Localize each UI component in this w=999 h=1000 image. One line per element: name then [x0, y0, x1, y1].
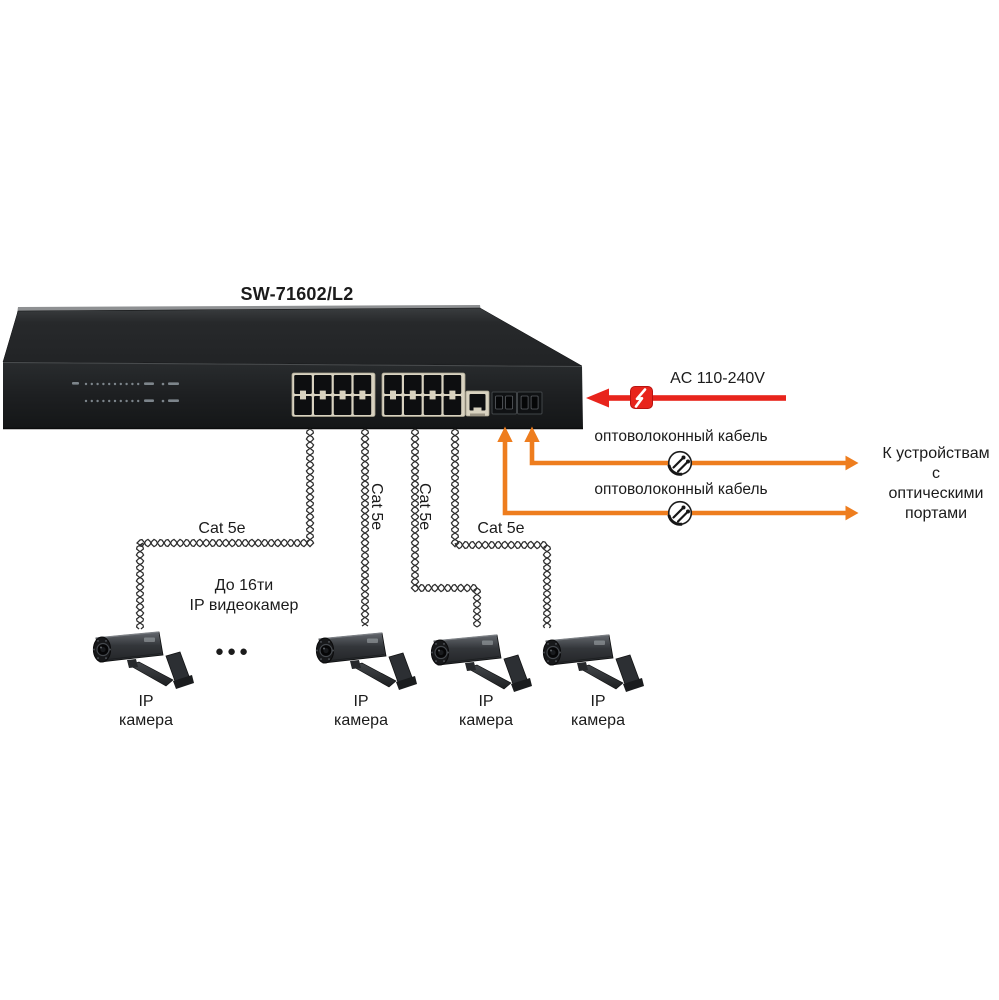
camera-count-note-line-2: IP видеокамер	[189, 597, 299, 614]
rj45-port	[384, 375, 402, 394]
sfp-port-2	[517, 391, 543, 415]
rj45-port	[314, 396, 332, 415]
rj45-port	[443, 396, 462, 415]
switch-chassis	[2, 305, 583, 430]
rj45-port	[384, 396, 402, 415]
camera-count-note-line-1: До 16ти	[214, 577, 274, 594]
rj45-port	[353, 396, 372, 415]
rj45-port-bank-2	[381, 372, 466, 417]
status-led-cluster	[72, 382, 179, 403]
cat5e-label-2: Cat 5e	[368, 483, 385, 531]
ip-camera-4	[542, 634, 644, 692]
rj45-port	[294, 375, 312, 394]
rj45-port	[423, 396, 442, 415]
rj45-port	[333, 396, 352, 415]
camera-label-1: IP камера	[119, 693, 173, 729]
fiber-right-arrowhead	[845, 455, 859, 471]
fiber-destination-line-4: портами	[904, 505, 968, 522]
rj45-port	[353, 375, 372, 394]
fiber-splice-icon	[667, 450, 693, 476]
console-port	[465, 390, 490, 417]
twisted-pair-cable-3	[410, 428, 482, 628]
cat5e-label-4: Cat 5e	[477, 520, 525, 537]
ip-camera-3	[430, 634, 532, 692]
camera-label-2: IP камера	[334, 693, 388, 729]
rj45-port	[443, 375, 462, 394]
power-label: AC 110-240V	[670, 370, 765, 387]
rj45-port	[314, 375, 332, 394]
cat5e-label-3: Cat 5e	[416, 483, 433, 531]
fiber-cable-label-2: оптоволоконный кабель	[594, 481, 768, 498]
rj45-port	[404, 375, 422, 394]
fiber-destination-line-3: оптическими	[888, 485, 984, 502]
twisted-pair-cable-4	[450, 428, 552, 629]
ip-camera-1	[92, 631, 194, 689]
lightning-icon	[630, 386, 653, 409]
device-model-label: SW-71602/L2	[240, 284, 354, 304]
twisted-pair-cable-2	[360, 428, 370, 627]
power-arrow	[586, 386, 786, 409]
fiber-destination-label: К устройствам с оптическими портами	[861, 444, 999, 524]
rj45-port	[423, 375, 442, 394]
rj45-port	[294, 396, 312, 415]
fiber-cable-line-1	[524, 426, 859, 471]
twisted-pair-cable-1	[135, 428, 315, 630]
fiber-destination-line-2: с	[932, 465, 940, 482]
ip-camera-2	[315, 632, 417, 690]
fiber-right-arrowhead	[845, 505, 859, 521]
more-cameras-ellipsis: ●●●	[214, 643, 252, 660]
camera-label-4: IP камера	[571, 693, 625, 729]
camera-label-3: IP камера	[459, 693, 513, 729]
fiber-up-arrowhead	[524, 426, 540, 442]
fiber-splice-icon	[667, 500, 693, 526]
cat5e-label-1: Cat 5e	[198, 520, 246, 537]
rj45-port	[333, 375, 352, 394]
sfp-port-1	[491, 391, 517, 415]
fiber-cable-label-1: оптоволоконный кабель	[594, 428, 768, 445]
rj45-port	[404, 396, 422, 415]
fiber-destination-line-1: К устройствам	[882, 445, 990, 462]
fiber-cable-line-2	[497, 426, 859, 521]
camera-count-note: До 16ти IP видеокамер	[166, 576, 322, 616]
rj45-port-bank-1	[291, 372, 376, 417]
fiber-up-arrowhead	[497, 426, 513, 442]
